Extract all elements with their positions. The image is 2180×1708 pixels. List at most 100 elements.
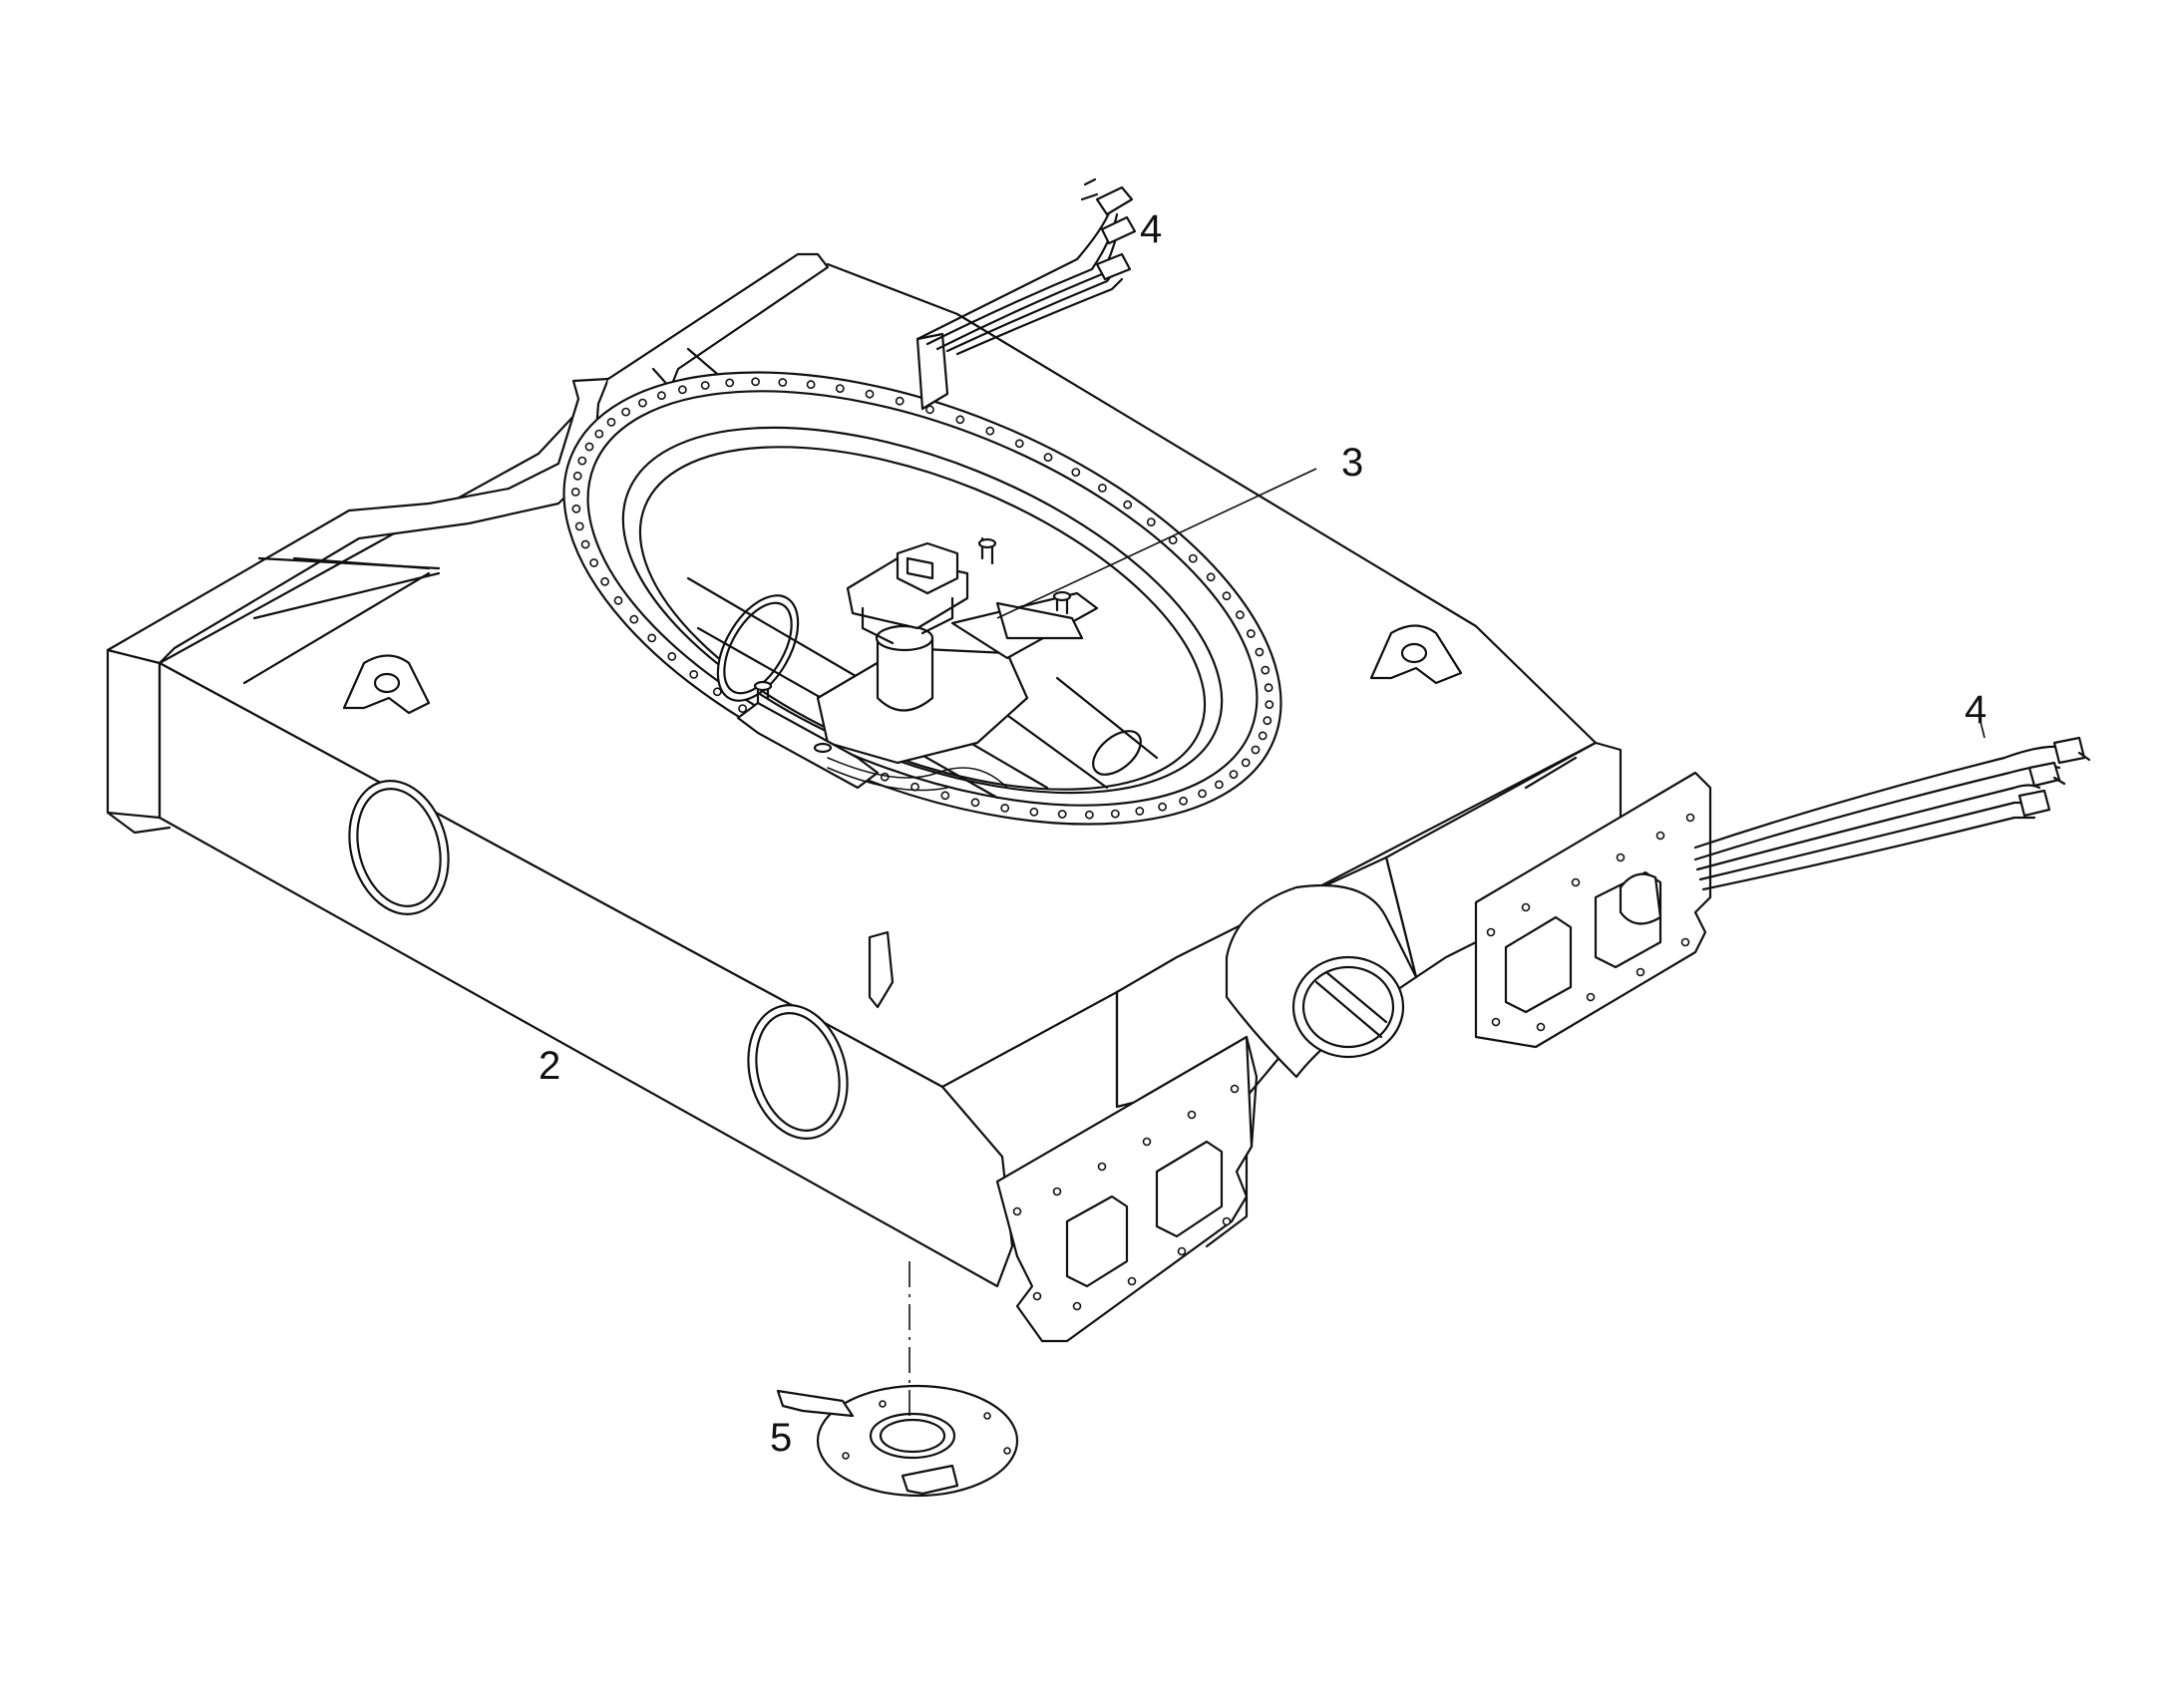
ring-bolt-hole [629, 614, 639, 624]
ring-plate-tab-left [776, 1389, 855, 1418]
ring-bolt-hole [1110, 809, 1120, 819]
ring-bolt-hole [712, 687, 722, 697]
flange-bolt-hole [1486, 927, 1496, 937]
frame-left-beam-flange [106, 648, 172, 835]
ring-bolt-hole [572, 471, 582, 481]
ring-bolt-hole [1255, 647, 1265, 657]
frame-details [342, 332, 1712, 1343]
ring-bolt-hole [1241, 758, 1251, 768]
flange-bolt-hole [1655, 831, 1665, 841]
ring-bolt-hole [1158, 802, 1167, 812]
ring-bolt-hole [589, 558, 598, 567]
ring-bolt-hole [1258, 731, 1268, 741]
ring-bolt-hole [1000, 804, 1010, 813]
ring-bolt-hole [1057, 810, 1067, 819]
ring-bolt-hole [1188, 553, 1198, 563]
part-5-ring-plate [776, 1384, 1019, 1498]
ring-bolt-hole [1014, 439, 1024, 449]
flange-bolt-hole [1222, 1216, 1232, 1226]
ring-bolt-holes [570, 377, 1274, 820]
swivel-joint [736, 536, 1099, 792]
ring-bolt-hole [574, 521, 584, 531]
ring-bolt-hole [925, 405, 934, 415]
flange-bolt-hole [1142, 1137, 1152, 1147]
ring-bolt-hole [1251, 745, 1261, 755]
ring-bolt-hole [600, 576, 609, 586]
ring-bolt-hole [689, 670, 699, 679]
ring-bolt-hole [606, 417, 616, 427]
ring-bolt-hole [1043, 453, 1053, 463]
ring-bolt-hole [1206, 572, 1216, 582]
ring-bolt-hole [1215, 780, 1224, 790]
ring-bolt-hole [880, 772, 890, 782]
ring-bolt-hole [738, 704, 747, 713]
flange-bolt-hole [1097, 1162, 1107, 1172]
ring-bolt-hole [1263, 716, 1272, 726]
ring-bolt-hole [571, 504, 581, 513]
ring-bolt-hole [985, 426, 995, 436]
flange-bolt-hole [1685, 813, 1695, 823]
ring-bolt-hole [970, 798, 980, 808]
flange-bolt-hole [1680, 937, 1690, 947]
ring-bolt-hole [1085, 810, 1094, 820]
flange-bolt-hole [1491, 1017, 1501, 1027]
flange-bolt-hole [1032, 1291, 1042, 1301]
ring-bolt-hole [751, 377, 760, 387]
ring-bolt-hole [1029, 807, 1039, 817]
flange-window-4 [1155, 1140, 1224, 1238]
flange-bolt-hole [1187, 1110, 1197, 1120]
ring-bolt-hole [1247, 629, 1256, 638]
ring-bolt-hole [594, 429, 604, 439]
ring-bolt-hole [1229, 770, 1239, 779]
flange-bolt-hole [1177, 1246, 1187, 1256]
ring-bolt-hole [667, 652, 677, 661]
ring-bolt-hole [1198, 789, 1207, 799]
ring-bolt-hole [1146, 517, 1156, 526]
side-port-1 [348, 780, 450, 915]
flange-bolt-hole [1616, 853, 1626, 862]
ring-bolt-hole [806, 380, 816, 390]
ring-bolt-hole [638, 398, 647, 408]
callout-4-rear: 4 [1140, 207, 1162, 251]
ring-bolt-hole [577, 456, 587, 466]
ring-bolt-hole [1236, 610, 1245, 620]
ring-bolt-hole [1135, 807, 1145, 816]
ring-bolt-hole [778, 378, 788, 387]
swivel-body [876, 636, 934, 712]
ring-bolt-hole [1179, 796, 1188, 806]
ring-bolt-hole [1098, 483, 1107, 493]
deck-tab [868, 930, 895, 1009]
ring-plate-tab-right [901, 1464, 959, 1496]
flange-bolt-hole [1586, 992, 1596, 1002]
callout-4-front: 4 [1965, 688, 1987, 732]
flange-bolt-hole [1521, 902, 1531, 912]
flange-bolt-hole [1635, 967, 1645, 977]
ring-bolt-hole [725, 378, 735, 388]
side-port-2 [747, 1004, 849, 1140]
flange-bolt-hole [1230, 1084, 1240, 1094]
callout-leaders [996, 468, 1986, 739]
flange-bolt-hole [1536, 1022, 1546, 1032]
flange-window-3 [1065, 1195, 1129, 1288]
ring-bolt-hole [657, 391, 666, 401]
callout-2: 2 [539, 1044, 560, 1088]
ring-bolt-hole [700, 381, 710, 390]
ring-bolt-hole [835, 384, 845, 393]
ring-plate-outer [816, 1384, 1019, 1498]
ring-bolt-hole [570, 487, 580, 497]
ring-bolt-hole [940, 791, 950, 801]
hose-bundle-rear [915, 177, 1137, 356]
ring-bolt-hole [1261, 665, 1271, 675]
flange-bolt-hole [1127, 1276, 1137, 1286]
ring-bolt-hole [1123, 500, 1133, 510]
ring-bolt-hole [621, 407, 630, 417]
right-round-port [1291, 955, 1405, 1059]
frame-left-beam-cap [106, 377, 610, 665]
flange-bolt-hole [1052, 1187, 1062, 1196]
callout-5: 5 [770, 1416, 792, 1460]
flange-bolt-hole [1571, 877, 1581, 887]
inner-port-right [1092, 730, 1142, 776]
flange-bolt-holes [1012, 813, 1695, 1311]
ring-bolt-hole [613, 595, 623, 605]
